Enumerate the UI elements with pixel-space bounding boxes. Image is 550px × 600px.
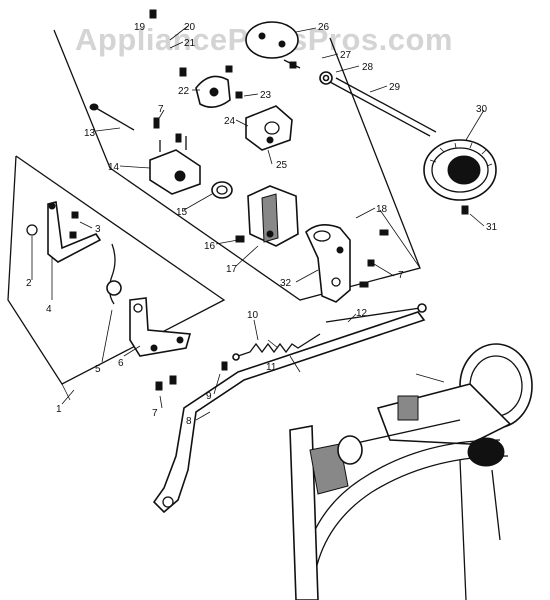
callout-18: 18 [376, 204, 388, 215]
bell-crank [26, 201, 102, 263]
mount-plate [129, 297, 192, 357]
clamp-block [149, 136, 201, 195]
callout-7b: 7 [158, 104, 164, 115]
tension-spring [232, 333, 321, 361]
connecting-rod [325, 303, 427, 323]
callout-27: 27 [340, 50, 352, 61]
cam-plate [245, 21, 301, 69]
callout-28: 28 [362, 62, 374, 73]
coil-spring [211, 181, 233, 199]
callout-5: 5 [95, 364, 101, 375]
cam-lever [305, 224, 351, 303]
return-spring [106, 243, 122, 305]
slide-block [247, 185, 299, 247]
callout-23: 23 [260, 90, 272, 101]
callout-22: 22 [178, 86, 190, 97]
callout-11: 11 [266, 362, 277, 373]
group-outline-center [53, 29, 421, 301]
machine-mechanism [289, 343, 533, 600]
callout-4: 4 [46, 304, 52, 315]
dial-knob [423, 139, 497, 201]
callout-7a: 7 [398, 270, 404, 281]
shaft [319, 71, 437, 137]
callout-32: 32 [280, 278, 292, 289]
callout-9: 9 [206, 391, 212, 402]
leader-lines [31, 25, 485, 421]
callout-12: 12 [356, 308, 368, 319]
callout-10: 10 [247, 310, 259, 321]
callout-labels: 1 2 3 4 5 6 7 8 9 10 11 12 13 14 15 16 1… [26, 22, 498, 427]
drive-link [152, 311, 426, 514]
callout-13: 13 [84, 128, 96, 139]
callout-16: 16 [204, 241, 216, 252]
callout-29: 29 [389, 82, 401, 93]
callout-20: 20 [184, 22, 196, 33]
callout-8: 8 [186, 416, 192, 427]
callout-3: 3 [95, 224, 101, 235]
long-screw [89, 103, 135, 131]
callout-1: 1 [56, 404, 62, 415]
callout-17: 17 [226, 264, 238, 275]
callout-24: 24 [224, 116, 236, 127]
callout-6: 6 [118, 358, 124, 369]
callout-31: 31 [486, 222, 498, 233]
screw-icons [69, 9, 469, 391]
callout-19: 19 [134, 22, 146, 33]
callout-26: 26 [318, 22, 330, 33]
callout-15: 15 [176, 207, 188, 218]
bracket [195, 75, 231, 108]
group-outline-left [7, 155, 226, 401]
callout-7c: 7 [152, 408, 158, 419]
callout-14: 14 [108, 162, 120, 173]
guide-block [245, 105, 293, 151]
callout-25: 25 [276, 160, 288, 171]
callout-30: 30 [476, 104, 488, 115]
callout-2: 2 [26, 278, 32, 289]
callout-21: 21 [184, 38, 196, 49]
